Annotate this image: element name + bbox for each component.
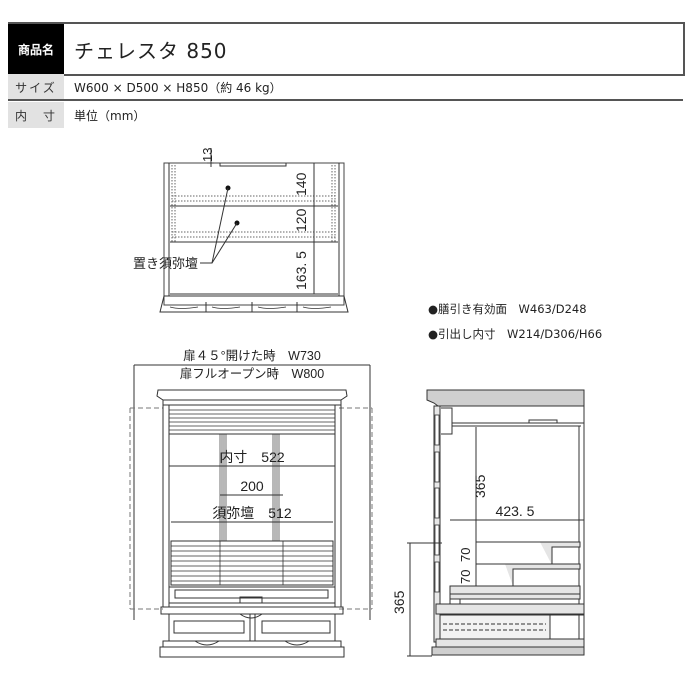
product-name-row: 商品名 チェレスタ 850 [8, 22, 685, 76]
dim-13: 13 [200, 148, 215, 162]
dim-120: 120 [293, 208, 309, 232]
inner-dim-label: 内 寸 [8, 102, 64, 128]
size-row: サイズ W600 × D500 × H850（約 46 kg） [8, 74, 683, 100]
dim-423-5: 423. 5 [496, 503, 535, 519]
note-drawer-inner: ●引出し内寸 W214/D306/H66 [428, 327, 603, 341]
size-label: サイズ [8, 74, 64, 100]
inner-dim-row: 内 寸 単位（mm） [8, 102, 683, 128]
top-view-drawing [159, 148, 349, 313]
dim-365-upper: 365 [472, 474, 488, 498]
row-divider [8, 99, 683, 101]
center-width: 200 [240, 478, 264, 494]
front-view-drawing [129, 364, 373, 658]
inner-width: 内寸 522 [219, 449, 285, 465]
side-view-drawing [407, 389, 585, 657]
dim-140: 140 [293, 172, 309, 196]
callout-oki-sumidan: 置き須弥壇 [133, 256, 198, 271]
note-pull-out-tray: ●膳引き有効面 W463/D248 [428, 302, 587, 316]
dim-70-lower: 70 [458, 570, 473, 584]
door-full-open-width: 扉フルオープン時 W800 [180, 367, 324, 381]
product-name-label: 商品名 [8, 24, 64, 74]
door-45-width: 扉４５°開けた時 W730 [183, 349, 321, 363]
sumidan-width: 須弥壇 512 [212, 505, 292, 521]
inner-dim-unit: 単位（mm） [74, 108, 146, 123]
product-name: チェレスタ 850 [74, 38, 228, 63]
dim-70-upper: 70 [458, 548, 473, 562]
size-value: W600 × D500 × H850（約 46 kg） [74, 80, 282, 95]
dim-365-lower: 365 [391, 590, 407, 614]
dim-163-5: 163. 5 [293, 251, 309, 290]
